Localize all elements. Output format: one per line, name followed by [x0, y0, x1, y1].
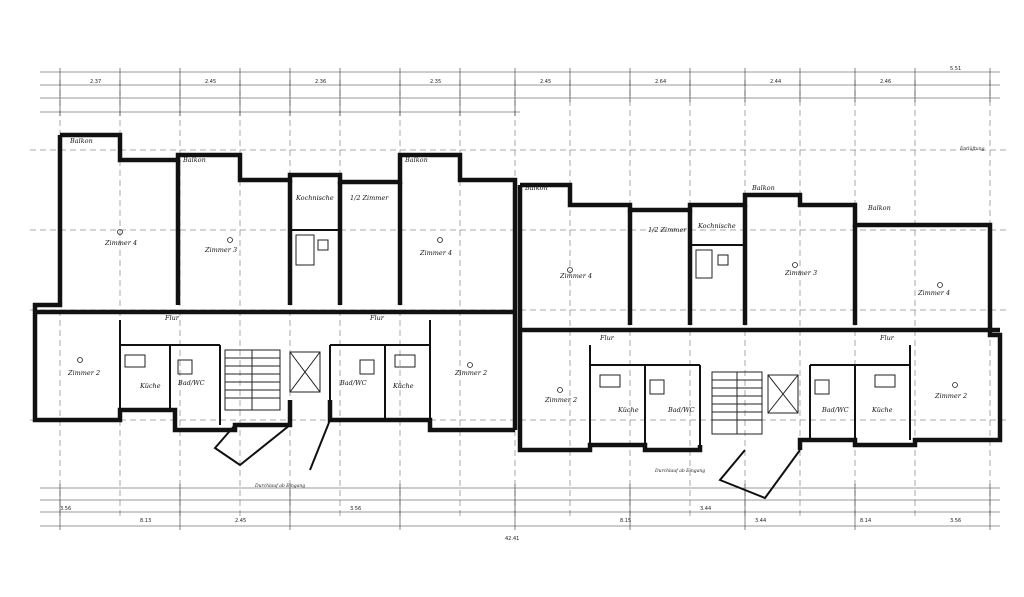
note-entrance-left: Durchlauf ab Eingang — [254, 483, 305, 489]
stove-right-1 — [599, 374, 621, 388]
dim-top-4: 2.35 — [430, 79, 441, 85]
note-ventilation: Entlüftung — [959, 146, 985, 152]
dim-top-3: 2.36 — [315, 79, 326, 85]
bathtub-right — [695, 249, 713, 279]
room-zimmer-2-right-1: Zimmer 2 — [544, 396, 577, 404]
toilet-left-1 — [177, 359, 193, 375]
room-zimmer-3-right: Zimmer 3 — [784, 269, 817, 277]
room-kueche-right-1: Küche — [617, 406, 639, 414]
dim-top-6: 2.64 — [655, 79, 666, 85]
room-flur-right-1: Flur — [599, 334, 615, 342]
room-zimmer-2-left: Zimmer 2 — [67, 369, 100, 377]
sink-right — [717, 254, 729, 266]
room-zimmer-4-left: Zimmer 4 — [104, 239, 137, 247]
room-bad-wc-right-2: Bad/WC — [821, 406, 849, 414]
toilet-right-1 — [649, 379, 665, 395]
dim-top-9: 5.51 — [950, 66, 961, 72]
room-kueche-left-1: Küche — [139, 382, 161, 390]
room-balkon-4: Balkon — [524, 184, 548, 192]
room-balkon-3: Balkon — [404, 156, 428, 164]
bottom-dimension-labels: 3.56 8.13 2.45 3.56 8.15 3.44 3.44 8.14 … — [60, 506, 961, 542]
room-balkon-1: Balkon — [69, 137, 93, 145]
light-markers — [77, 229, 958, 393]
notes: Durchlauf ab Eingang Durchlauf ab Eingan… — [254, 146, 985, 489]
room-labels: Balkon Zimmer 4 Balkon Zimmer 3 Kochnisc… — [67, 137, 967, 414]
room-kueche-left-2: Küche — [392, 382, 414, 390]
dim-bottom-8: 8.14 — [860, 518, 871, 524]
dim-bottom-6: 3.44 — [700, 506, 711, 512]
dim-bottom-4: 3.56 — [350, 506, 361, 512]
note-entrance-right: Durchlauf ab Eingang — [654, 468, 705, 474]
dim-top-7: 2.44 — [770, 79, 781, 85]
room-kochnische-right: Kochnische — [697, 222, 736, 230]
dim-bottom-1: 3.56 — [60, 506, 71, 512]
stove-left-1 — [124, 354, 146, 368]
dim-top-1: 2.37 — [90, 79, 101, 85]
dim-bottom-9: 3.56 — [950, 518, 961, 524]
room-kueche-right-2: Küche — [871, 406, 893, 414]
room-zimmer-2-right-2: Zimmer 2 — [934, 392, 967, 400]
right-block-walls — [517, 182, 1003, 453]
room-1-2-zimmer-right: 1/2 Zimmer — [648, 226, 687, 234]
left-block-walls — [32, 132, 518, 433]
room-balkon-5: Balkon — [751, 184, 775, 192]
room-bad-wc-right-1: Bad/WC — [667, 406, 695, 414]
dim-bottom-5: 8.15 — [620, 518, 631, 524]
dim-bottom-7: 3.44 — [755, 518, 766, 524]
dim-top-8: 2.46 — [880, 79, 891, 85]
room-balkon-6: Balkon — [867, 204, 891, 212]
room-zimmer-2-mid: Zimmer 2 — [454, 369, 487, 377]
room-zimmer-3-left: Zimmer 3 — [204, 246, 237, 254]
room-balkon-2: Balkon — [182, 156, 206, 164]
stove-left-2 — [394, 354, 416, 368]
dim-top-2: 2.45 — [205, 79, 216, 85]
room-flur-left-2: Flur — [369, 314, 385, 322]
sink-left — [317, 239, 329, 251]
right-staircase — [711, 371, 801, 500]
fixtures — [124, 234, 896, 395]
room-zimmer-4-right: Zimmer 4 — [559, 272, 592, 280]
room-bad-wc-left-2: Bad/WC — [339, 379, 367, 387]
stove-right-2 — [874, 374, 896, 388]
room-zimmer-4-far: Zimmer 4 — [917, 289, 950, 297]
room-bad-wc-left-1: Bad/WC — [177, 379, 205, 387]
dim-bottom-3: 2.45 — [235, 518, 246, 524]
room-flur-left-1: Flur — [164, 314, 180, 322]
room-1-2-zimmer-left: 1/2 Zimmer — [350, 194, 389, 202]
left-staircase — [213, 349, 331, 471]
dimension-chains — [40, 68, 1000, 530]
room-zimmer-4-mid: Zimmer 4 — [419, 249, 452, 257]
room-kochnische-left: Kochnische — [295, 194, 334, 202]
toilet-left-2 — [359, 359, 375, 375]
toilet-right-2 — [814, 379, 830, 395]
dim-bottom-2: 8.13 — [140, 518, 151, 524]
top-dimension-labels: 2.37 2.45 2.36 2.35 2.45 2.64 2.44 2.46 … — [90, 66, 961, 85]
bathtub-left — [295, 234, 315, 266]
dim-top-5: 2.45 — [540, 79, 551, 85]
room-flur-right-2: Flur — [879, 334, 895, 342]
dim-bottom-total: 42.41 — [505, 536, 519, 542]
